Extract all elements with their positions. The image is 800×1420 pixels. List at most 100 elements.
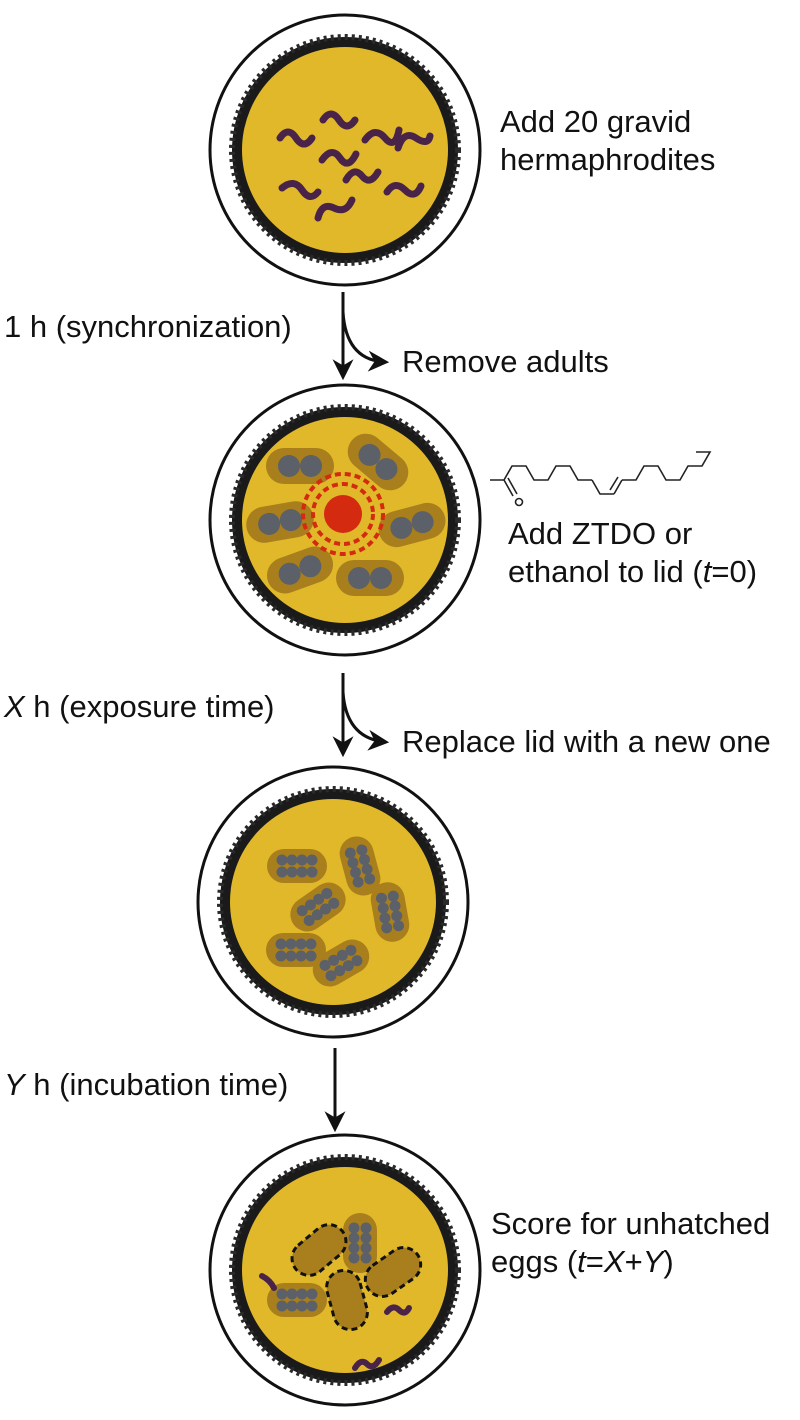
egg <box>286 1300 298 1312</box>
egg-cluster <box>347 433 409 491</box>
egg-cluster <box>266 933 326 967</box>
egg <box>375 892 387 904</box>
egg <box>364 873 376 885</box>
egg <box>359 854 371 866</box>
egg <box>345 944 357 956</box>
egg-cluster <box>266 448 334 484</box>
step2-line2: ethanol to lid (t=0) <box>508 554 758 589</box>
egg <box>296 905 308 917</box>
egg <box>286 854 298 866</box>
egg <box>328 897 340 909</box>
egg <box>296 866 308 878</box>
egg-clusters <box>267 1213 423 1332</box>
compound-droplet <box>301 472 385 556</box>
egg <box>276 866 288 878</box>
transition1-time-label: 1 h (synchronization) <box>4 309 292 344</box>
adult-worm <box>314 196 356 222</box>
step4-line2: eggs (t=X+Y) <box>491 1244 674 1279</box>
adult-worm <box>319 110 359 130</box>
egg <box>381 922 393 934</box>
egg <box>377 902 389 914</box>
egg <box>325 970 337 982</box>
petri-dish-3 <box>196 765 470 1039</box>
step4-line1: Score for unhatched <box>491 1206 771 1241</box>
egg <box>306 1288 318 1300</box>
egg <box>276 1300 288 1312</box>
egg <box>286 866 298 878</box>
egg <box>360 1252 372 1264</box>
egg <box>320 903 332 915</box>
transition1-side-action: Remove adults <box>402 344 609 379</box>
unhatched-egg-cluster <box>290 1223 348 1277</box>
unhatched-egg-cluster <box>325 1268 369 1332</box>
adult-worm <box>394 132 434 152</box>
egg-cluster <box>378 502 446 548</box>
egg <box>351 955 363 967</box>
egg <box>305 938 317 950</box>
petri-dish-4 <box>208 1133 482 1407</box>
step1-line2: hermaphrodites <box>500 142 716 177</box>
egg-cluster <box>290 882 346 932</box>
egg <box>275 938 287 950</box>
adult-worm <box>383 182 425 198</box>
egg <box>311 909 323 921</box>
adult-worm <box>278 180 322 200</box>
egg <box>347 857 359 869</box>
egg <box>348 1242 360 1254</box>
egg <box>305 950 317 962</box>
egg <box>360 1222 372 1234</box>
step2-label: Add ZTDO or ethanol to lid (t=0) <box>508 515 757 591</box>
egg <box>393 920 405 932</box>
step1-line1: Add 20 gravid <box>500 104 692 139</box>
adult-worm <box>361 126 403 146</box>
egg <box>391 910 403 922</box>
egg <box>334 965 346 977</box>
hatched-larvae <box>259 1273 412 1371</box>
egg-cluster <box>343 1213 377 1273</box>
egg <box>295 938 307 950</box>
arrow-exposure <box>332 673 390 758</box>
egg <box>344 847 356 859</box>
arrow-synchronization <box>332 292 390 381</box>
egg <box>352 876 364 888</box>
egg-cluster <box>266 546 334 594</box>
ztdo-structure <box>490 451 712 507</box>
egg <box>306 1300 318 1312</box>
egg <box>379 912 391 924</box>
egg <box>342 960 354 972</box>
egg <box>348 1232 360 1244</box>
egg <box>321 887 333 899</box>
egg-cluster <box>336 560 404 596</box>
petri-dish-2 <box>208 383 482 657</box>
egg <box>348 1252 360 1264</box>
step1-label: Add 20 gravid hermaphrodites <box>500 103 715 179</box>
egg-cluster <box>267 1283 327 1317</box>
egg-cluster <box>370 882 410 942</box>
unhatched-egg-cluster <box>363 1246 423 1298</box>
egg <box>360 1242 372 1254</box>
adult-worm <box>342 168 382 184</box>
adult-worm <box>276 128 316 148</box>
egg-clusters <box>266 836 410 987</box>
step2-line1: Add ZTDO or <box>508 516 693 551</box>
egg <box>336 949 348 961</box>
egg <box>348 1222 360 1234</box>
egg-cluster <box>339 836 381 896</box>
egg-cluster <box>267 849 327 883</box>
egg <box>360 1232 372 1244</box>
transition2-time-label: X h (exposure time) <box>4 689 275 724</box>
egg <box>361 863 373 875</box>
egg <box>306 854 318 866</box>
egg <box>286 1288 298 1300</box>
agar-medium <box>242 1167 448 1373</box>
egg <box>356 844 368 856</box>
adult-worms <box>276 110 434 222</box>
adult-worm <box>318 149 360 167</box>
egg-cluster <box>312 939 370 987</box>
egg-cluster <box>246 501 314 543</box>
egg <box>285 950 297 962</box>
egg <box>276 854 288 866</box>
egg <box>304 899 316 911</box>
